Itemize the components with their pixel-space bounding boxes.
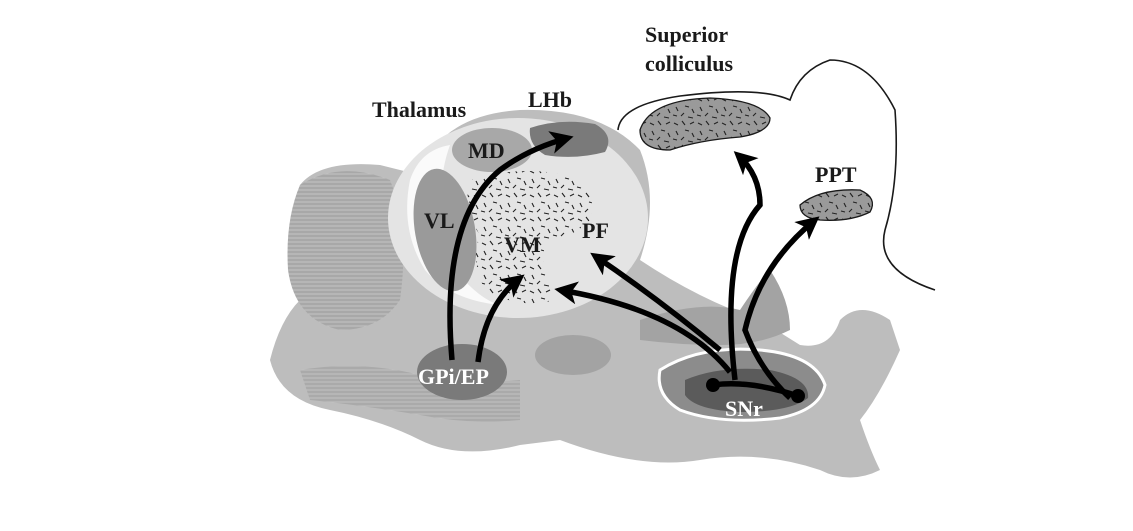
snr-cell-right	[791, 389, 805, 403]
label-vm: VM	[504, 232, 541, 257]
lhb-nucleus	[530, 122, 609, 157]
label-vl: VL	[424, 208, 455, 233]
rostral-mass	[288, 171, 404, 330]
snr-cell-left	[706, 378, 720, 392]
label-lhb: LHb	[528, 87, 572, 112]
label-gpi-ep: GPi/EP	[418, 364, 489, 389]
midbrain-outline	[618, 60, 935, 290]
label-snr: SNr	[725, 396, 763, 421]
ppt-nucleus	[800, 190, 872, 221]
label-md: MD	[468, 138, 505, 163]
label-thalamus: Thalamus	[372, 97, 467, 122]
label-ppt: PPT	[815, 162, 857, 187]
label-pf: PF	[582, 218, 609, 243]
small-nucleus	[535, 335, 611, 375]
label-superior: Superior	[645, 22, 728, 47]
superior-colliculus-nucleus	[640, 98, 770, 150]
label-colliculus: colliculus	[645, 51, 733, 76]
